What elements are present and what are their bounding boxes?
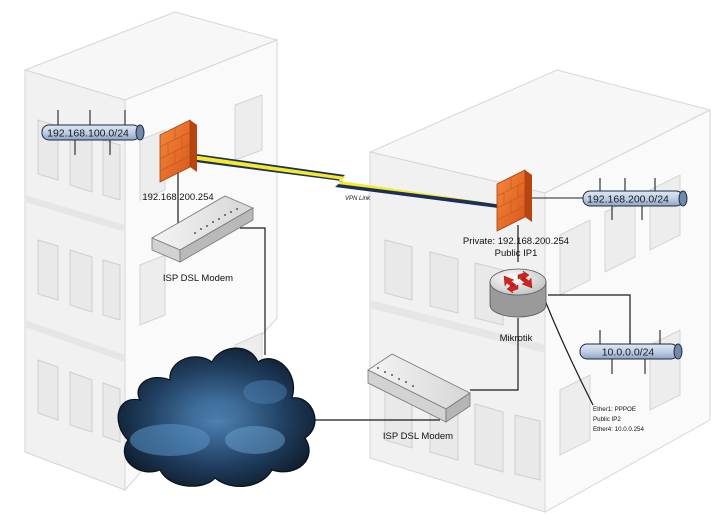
right-firewall-icon: [496, 169, 532, 232]
connection-lines: [177, 160, 631, 421]
right-lan-subnet-label: 10.0.0.0/24: [602, 347, 655, 359]
left-modem-icon: [151, 195, 254, 263]
right-lan-subnet-pipe: [579, 330, 683, 374]
vpn-link: [180, 152, 502, 208]
right-firewall-private-ip: Private: 192.168.200.254: [463, 236, 569, 247]
mikrotik-label: Mikrotik: [500, 333, 533, 344]
internet-cloud-icon: [117, 347, 316, 487]
router-notes: Ether1: PPPOE Public IP2 Ether4: 10.0.0.…: [593, 406, 644, 433]
left-firewall-ip: 192.168.200.254: [142, 192, 213, 203]
mikrotik-router-icon: [489, 268, 547, 318]
left-modem-label: ISP DSL Modem: [163, 273, 233, 284]
right-modem-label: ISP DSL Modem: [383, 431, 453, 442]
left-subnet-label: 192.168.100.0/24: [47, 128, 129, 140]
router-note-ether4: Ether4: 10.0.0.254: [593, 426, 644, 433]
router-note-public-ip2: Public IP2: [593, 416, 621, 423]
router-note-ether1: Ether1: PPPOE: [593, 406, 636, 413]
right-modem-icon: [367, 353, 471, 423]
right-top-subnet-label: 192.168.200.0/24: [587, 194, 669, 206]
vpn-link-label: VPN Link: [345, 196, 371, 202]
right-firewall-public-ip: Public IP1: [495, 248, 538, 259]
right-top-subnet-pipe: [532, 178, 688, 220]
right-building: [368, 69, 712, 513]
left-subnet-pipe: [41, 110, 145, 155]
left-firewall-icon: [159, 119, 197, 183]
